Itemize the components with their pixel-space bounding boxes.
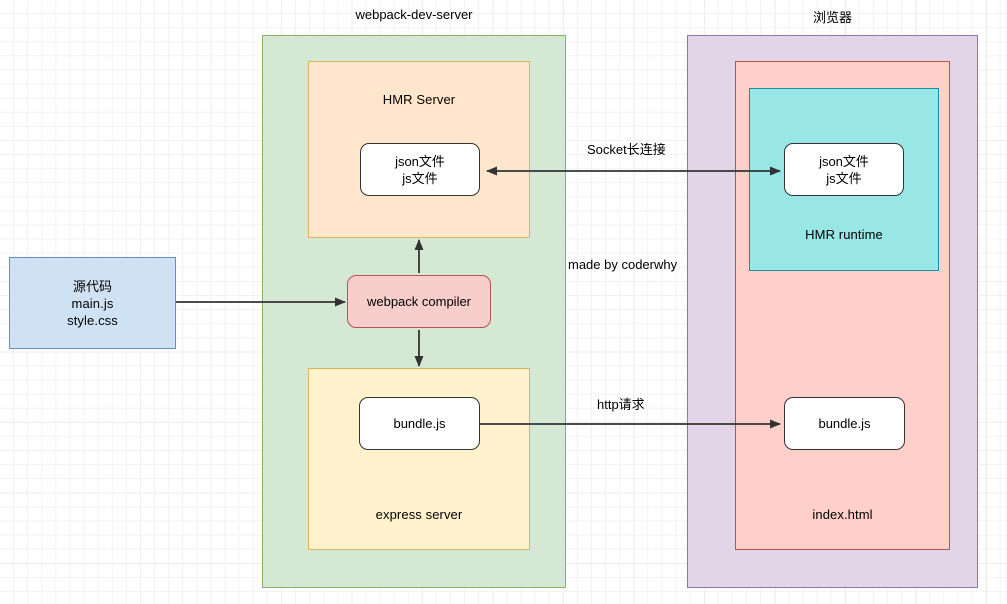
http-edge-label: http请求 (597, 397, 645, 412)
express-server-label: express server (375, 507, 463, 522)
source-code-node (9, 257, 176, 349)
client-files-node: json文件 js文件 (784, 143, 904, 196)
socket-edge-label: Socket长连接 (587, 142, 666, 157)
dev-server-caption: webpack-dev-server (355, 7, 473, 22)
server-files-node: json文件 js文件 (360, 143, 480, 196)
hmr-server-label: HMR Server (382, 92, 456, 107)
bundle-js-server-node: bundle.js (359, 397, 480, 450)
hmr-runtime-label: HMR runtime (805, 227, 883, 242)
browser-caption: 浏览器 (812, 10, 852, 25)
webpack-compiler-node: webpack compiler (347, 275, 491, 328)
index-html-label: index.html (812, 507, 873, 522)
source-code-label: 源代码 main.js style.css (67, 279, 118, 328)
bundle-js-browser-node: bundle.js (784, 397, 905, 450)
watermark-label: made by coderwhy (568, 257, 678, 272)
